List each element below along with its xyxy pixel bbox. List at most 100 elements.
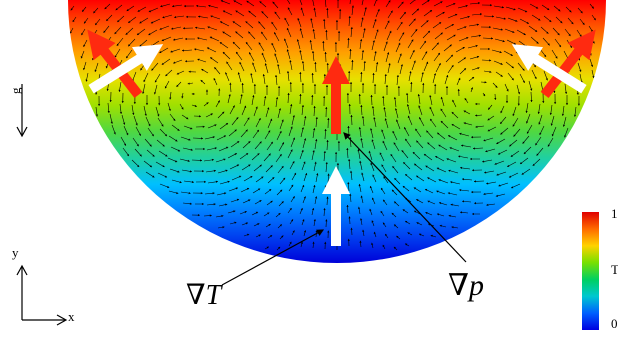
velocity-vector-head: [577, 103, 581, 106]
velocity-vector-head: [206, 102, 209, 105]
velocity-vector-head: [361, 83, 365, 85]
velocity-vector-head: [281, 166, 284, 169]
velocity-vector-head: [223, 135, 226, 138]
velocity-vector-head: [472, 212, 474, 216]
velocity-vector-head: [296, 39, 300, 42]
velocity-vector-head: [83, 67, 86, 71]
velocity-vector-head: [577, 58, 581, 61]
velocity-vector-head: [189, 170, 192, 173]
velocity-vector-head: [222, 51, 226, 55]
velocity-vector-head: [324, 241, 327, 244]
velocity-vector-head: [427, 142, 430, 145]
velocity-vector-head: [400, 21, 403, 25]
velocity-vector-head: [532, 163, 535, 166]
velocity-vector-head: [126, 55, 129, 59]
velocity-vector-head: [479, 13, 482, 16]
velocity-vector-head: [385, 85, 389, 87]
velocity-vector-head: [394, 224, 397, 227]
velocity-vector-head: [301, 105, 305, 108]
velocity-vector-head: [72, 19, 75, 23]
velocity-vector-head: [411, 39, 414, 42]
velocity-vector-head: [245, 153, 249, 156]
velocity-vector-head: [475, 125, 478, 128]
velocity-vector-head: [197, 214, 200, 217]
velocity-vector-head: [271, 21, 274, 25]
velocity-vector: [298, 0, 303, 6]
velocity-vector-head: [279, 154, 282, 157]
velocity-vector-head: [164, 134, 167, 137]
large-arrows: [87, 29, 596, 246]
velocity-vector-head: [270, 165, 273, 168]
velocity-vector-head: [350, 27, 353, 30]
velocity-vector-head: [436, 42, 439, 45]
velocity-vector-head: [287, 93, 290, 95]
velocity-vector-head: [275, 75, 278, 78]
velocity-vector-head: [473, 147, 475, 150]
velocity-vector-head: [511, 78, 514, 81]
velocity-vector-head: [167, 185, 170, 188]
velocity-vector-head: [377, 9, 380, 12]
velocity-vector-head: [271, 42, 274, 46]
velocity-vector-head: [414, 163, 417, 166]
velocity-vector-head: [222, 226, 225, 229]
velocity-vector-head: [202, 169, 204, 173]
velocity-vector-head: [126, 9, 129, 12]
velocity-vector-head: [435, 156, 438, 159]
velocity-vector-head: [348, 104, 351, 106]
velocity-vector-head: [382, 244, 385, 248]
velocity-vector-head: [564, 91, 568, 94]
velocity-vector-head: [494, 162, 497, 165]
velocity-vector-head: [436, 190, 439, 193]
velocity-vector-head: [459, 132, 462, 135]
velocity-vector-head: [422, 83, 425, 85]
velocity-vector-head: [164, 86, 167, 89]
velocity-vector-head: [114, 55, 117, 58]
velocity-vector-head: [549, 112, 553, 115]
velocity-vector-head: [257, 223, 260, 226]
velocity-vector-head: [303, 196, 306, 199]
velocity-vector-head: [538, 18, 541, 21]
white-arrow-left: [88, 44, 164, 94]
velocity-vector-head: [302, 219, 305, 222]
velocity-vector-head: [496, 173, 499, 176]
velocity-vector-head: [289, 208, 292, 211]
velocity-vector-head: [580, 10, 583, 14]
velocity-vector-head: [448, 135, 451, 138]
velocity-vector-head: [387, 52, 390, 55]
velocity-vector-head: [448, 214, 451, 218]
velocity-vector-head: [499, 50, 502, 54]
velocity-vector-head: [316, 173, 319, 176]
velocity-vector-head: [591, 6, 594, 9]
velocity-vector-head: [393, 246, 397, 250]
velocity-vector-head: [81, 32, 84, 36]
velocity-vector-head: [257, 188, 261, 191]
velocity-vector-head: [511, 66, 514, 69]
velocity-vector-head: [391, 212, 394, 216]
velocity-vector-head: [137, 9, 140, 12]
velocity-vector-head: [159, 27, 162, 30]
velocity-vector-head: [535, 143, 538, 146]
velocity-vector-head: [380, 210, 383, 214]
white-arrow-right: [511, 44, 587, 94]
velocity-vector-head: [236, 51, 239, 55]
velocity-vector-head: [506, 89, 509, 92]
velocity-vector-head: [489, 25, 491, 29]
velocity-vector-head: [303, 161, 306, 164]
velocity-vector-head: [289, 82, 292, 84]
velocity-vector-head: [391, 189, 395, 192]
velocity-vector-head: [361, 50, 365, 53]
velocity-vector-head: [164, 175, 168, 178]
velocity-vector-head: [512, 124, 515, 127]
velocity-vector-head: [396, 75, 399, 78]
velocity-vector-head: [449, 44, 452, 47]
velocity-vector-head: [269, 189, 272, 192]
velocity-vector-head: [268, 130, 271, 133]
velocity-vector-head: [140, 68, 143, 71]
velocity-vector-head: [374, 19, 377, 22]
velocity-vector-head: [259, 200, 262, 203]
red-arrow-center: [322, 56, 350, 134]
velocity-vector-head: [460, 166, 463, 170]
velocity-vector-head: [522, 68, 525, 71]
velocity-vector-head: [266, 246, 269, 249]
velocity-vector-head: [177, 149, 181, 152]
